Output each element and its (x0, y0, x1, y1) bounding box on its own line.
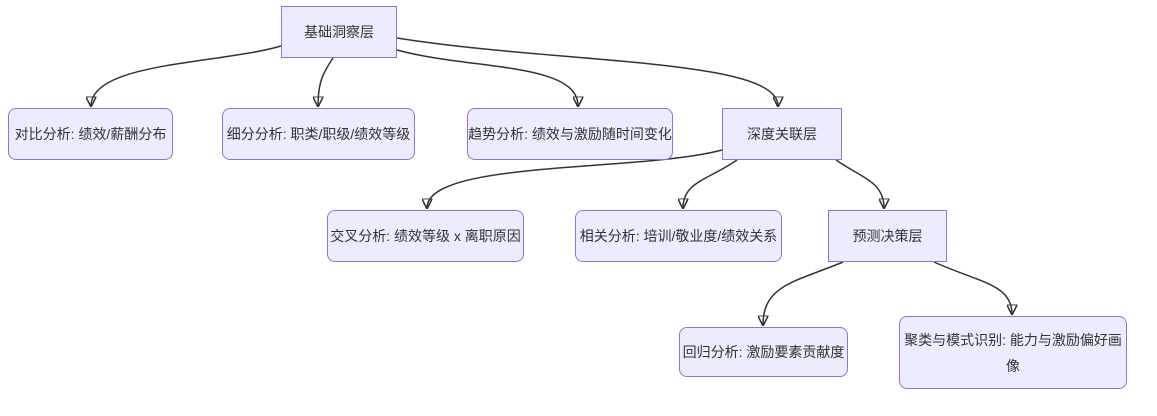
edge-root-to-trend (396, 49, 578, 106)
edge-root-to-deep-correlation (396, 37, 778, 106)
node-cross-analysis: 交叉分析: 绩效等级 x 离职原因 (327, 210, 524, 262)
node-prediction-decision-layer: 预测决策层 (828, 210, 947, 262)
node-clustering-pattern-recognition: 聚类与模式识别: 能力与激励偏好画像 (899, 316, 1127, 389)
edge-deep-to-prediction (835, 159, 884, 208)
node-comparison-analysis: 对比分析: 绩效/薪酬分布 (8, 108, 173, 160)
node-regression-analysis: 回归分析: 激励要素贡献度 (679, 327, 848, 377)
edge-deep-to-correlation (683, 159, 738, 208)
edge-root-to-segmentation (318, 57, 334, 106)
edge-prediction-to-clustering (933, 261, 1012, 314)
node-deep-correlation-layer: 深度关联层 (722, 108, 842, 160)
node-segmentation-analysis: 细分分析: 职类/职级/绩效等级 (222, 108, 415, 160)
node-trend-analysis: 趋势分析: 绩效与激励随时间变化 (467, 108, 673, 160)
node-basic-insight-layer: 基础洞察层 (281, 6, 397, 58)
edge-prediction-to-regression (763, 261, 844, 325)
edge-deep-to-cross (427, 149, 723, 208)
edge-root-to-comparison (91, 45, 282, 106)
node-correlation-analysis: 相关分析: 培训/敬业度/绩效关系 (575, 210, 782, 262)
